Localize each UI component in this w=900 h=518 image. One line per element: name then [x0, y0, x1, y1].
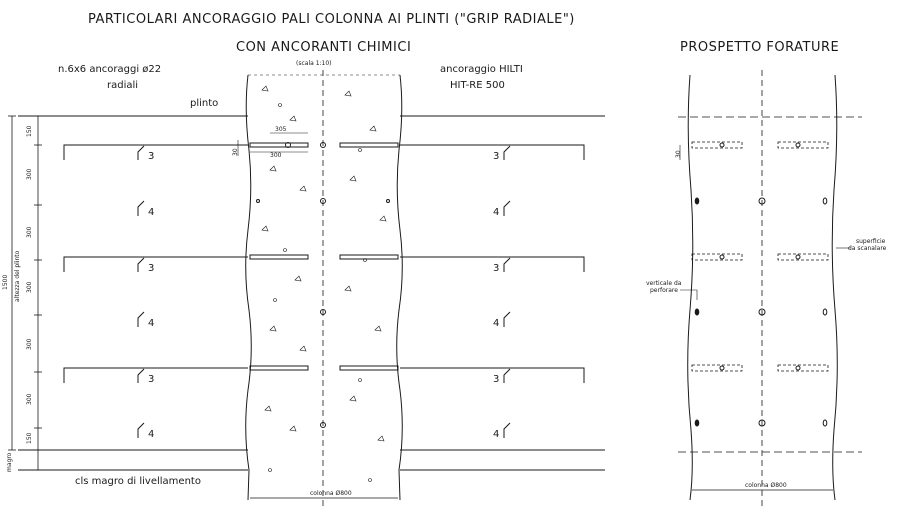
marker-right-2: 4 — [493, 207, 500, 218]
hilti-label-line1: ancoraggio HILTI — [440, 64, 523, 75]
marker-right-6: 4 — [493, 429, 500, 440]
anchor-bars — [249, 142, 399, 428]
elevation-title: PROSPETTO FORATURE — [680, 40, 840, 55]
elevation-dim-small: 30 — [675, 150, 682, 158]
magro-label: magro — [6, 452, 13, 472]
dim-mid-5: 300 — [26, 393, 33, 405]
dim-mid-3: 300 — [26, 281, 33, 293]
section-lines — [63, 144, 585, 438]
bar-dim-small: 30 — [232, 148, 239, 156]
main-title: PARTICOLARI ANCORAGGIO PALI COLONNA AI P… — [88, 12, 575, 27]
bar-dim-lower: 300 — [270, 152, 282, 159]
anchors-label-line1: n.6x6 ancoraggi ø22 — [58, 64, 162, 75]
marker-left-4: 4 — [148, 318, 155, 329]
bar-dim-upper: 305 — [275, 126, 287, 133]
marker-left-5: 3 — [148, 374, 155, 385]
surface-label-line2: da scanalare — [848, 245, 887, 252]
column-right-edge — [396, 74, 403, 501]
marker-left-3: 3 — [148, 263, 155, 274]
marker-left-6: 4 — [148, 429, 155, 440]
vertical-label-line1: verticale da — [646, 280, 682, 287]
dim-bottom: 150 — [26, 432, 33, 444]
marker-right-1: 3 — [493, 151, 500, 162]
surface-label-line1: superficie — [856, 238, 886, 245]
anchors-label-line2: radiali — [107, 80, 139, 91]
vertical-label-line2: perforare — [650, 287, 678, 294]
column-left-edge — [245, 74, 252, 501]
marker-right-4: 4 — [493, 318, 500, 329]
marker-right-3: 3 — [493, 263, 500, 274]
marker-left-2: 4 — [148, 207, 155, 218]
elevation-right-edge — [831, 74, 838, 501]
marker-left-1: 3 — [148, 151, 155, 162]
dim-mid-2: 300 — [26, 226, 33, 238]
scale-label: (scala 1:10) — [296, 60, 332, 67]
dim-mid-1: 300 — [26, 168, 33, 180]
concrete-texture — [261, 85, 387, 482]
elevation-left-edge — [687, 74, 694, 501]
section-title: CON ANCORANTI CHIMICI — [236, 40, 412, 55]
drill-slots — [691, 141, 829, 372]
total-height-label: 1500 — [2, 274, 9, 290]
elevation-column-label: colonna Ø800 — [745, 482, 787, 489]
plinth-height-label: altezza del plinto — [14, 250, 21, 302]
marker-right-5: 3 — [493, 374, 500, 385]
plinth-label: plinto — [190, 98, 219, 109]
lean-concrete-label: cls magro di livellamento — [75, 476, 201, 487]
drill-holes — [694, 142, 828, 427]
dim-top: 150 — [26, 125, 33, 137]
hilti-label-line2: HIT-RE 500 — [450, 80, 505, 91]
dim-mid-4: 300 — [26, 338, 33, 350]
column-label: colonna Ø800 — [310, 490, 352, 497]
